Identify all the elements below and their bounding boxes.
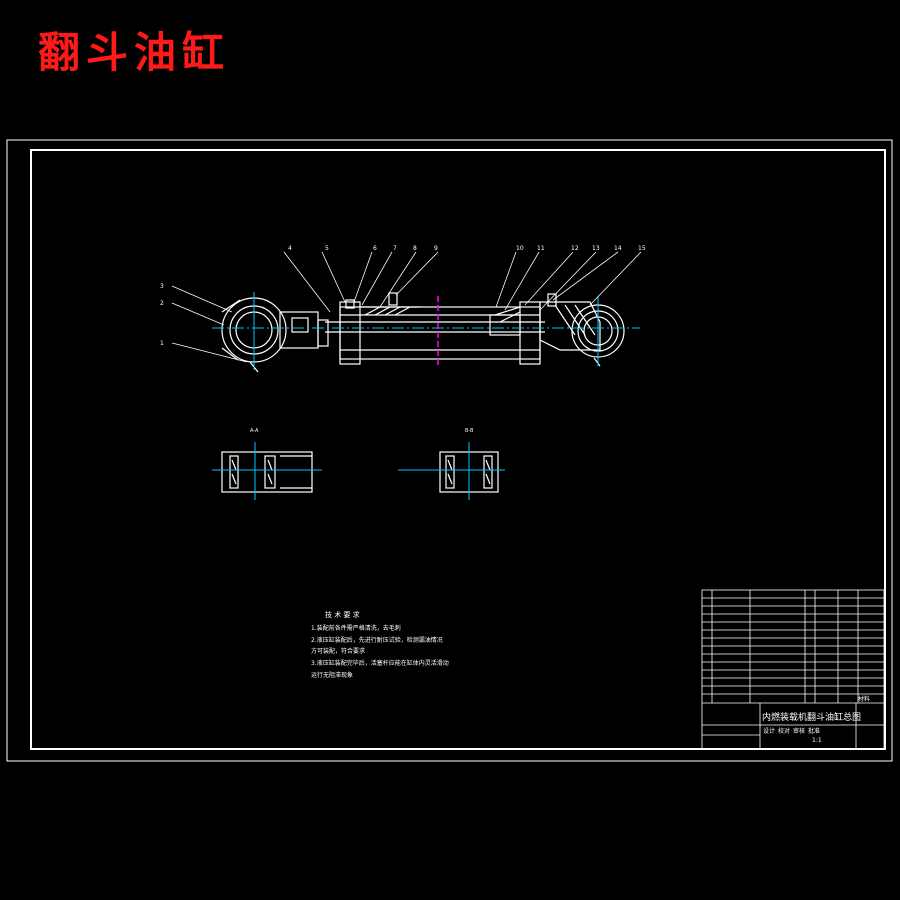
tech-req-line: 方可装配，符合要求 [311, 647, 365, 655]
tech-req-line: 1.装配前各件需严格清洗，去毛刺 [311, 624, 401, 632]
inner-border [30, 149, 886, 750]
balloon-label: 2 [160, 300, 164, 307]
leader-lines [171, 251, 642, 363]
reviewer-label: 审核 [793, 727, 805, 735]
balloon-label: 12 [571, 245, 579, 252]
balloon-label: 14 [614, 245, 622, 252]
balloon-label: 6 [373, 245, 377, 252]
tech-req-line: 运行无阻滞现象 [311, 671, 353, 679]
balloon-label: 3 [160, 283, 164, 290]
balloon-label: 15 [638, 245, 646, 252]
section-a-a [221, 451, 313, 493]
technical-requirements: 技 术 要 求 1.装配前各件需严格清洗，去毛刺 2.液压缸装配后，先进行耐压试… [311, 610, 449, 679]
balloon-label: 9 [434, 245, 438, 252]
cylinder-assembly [221, 292, 625, 373]
section-label: B-B [465, 428, 474, 434]
designer-label: 设计 [763, 727, 775, 735]
scale-label: 1:1 [812, 737, 822, 744]
tech-req-line: 3.液压缸装配完毕后，活塞杆应能在缸体内灵活滑动 [311, 659, 449, 667]
outer-border [6, 139, 893, 762]
page-title: 翻斗油缸 [38, 28, 231, 77]
balloon-label: 10 [516, 245, 524, 252]
section-a-a-centerline [212, 442, 322, 500]
center-lines [212, 292, 640, 370]
balloon-label: 1 [160, 340, 164, 347]
section-b-b-centerline [398, 442, 505, 500]
balloon-label: 7 [393, 245, 397, 252]
tech-req-heading: 技 术 要 求 [325, 610, 360, 619]
balloon-label: 4 [288, 245, 292, 252]
balloon-label: 13 [592, 245, 600, 252]
approver-label: 批准 [808, 727, 820, 735]
checker-label: 校对 [778, 727, 790, 735]
drawing-name: 内燃装载机翻斗油缸总图 [762, 711, 861, 723]
title-block [701, 589, 885, 750]
balloon-labels: 4 5 6 7 8 9 10 11 12 13 14 15 3 2 1 [160, 245, 646, 347]
balloon-label: 8 [413, 245, 417, 252]
balloon-label: 5 [325, 245, 329, 252]
tech-req-line: 2.液压缸装配后，先进行耐压试验，检测漏油情况 [311, 636, 443, 644]
section-label: A-A [250, 428, 259, 434]
balloon-label: 11 [537, 245, 545, 252]
material-label: 材料 [858, 695, 870, 703]
